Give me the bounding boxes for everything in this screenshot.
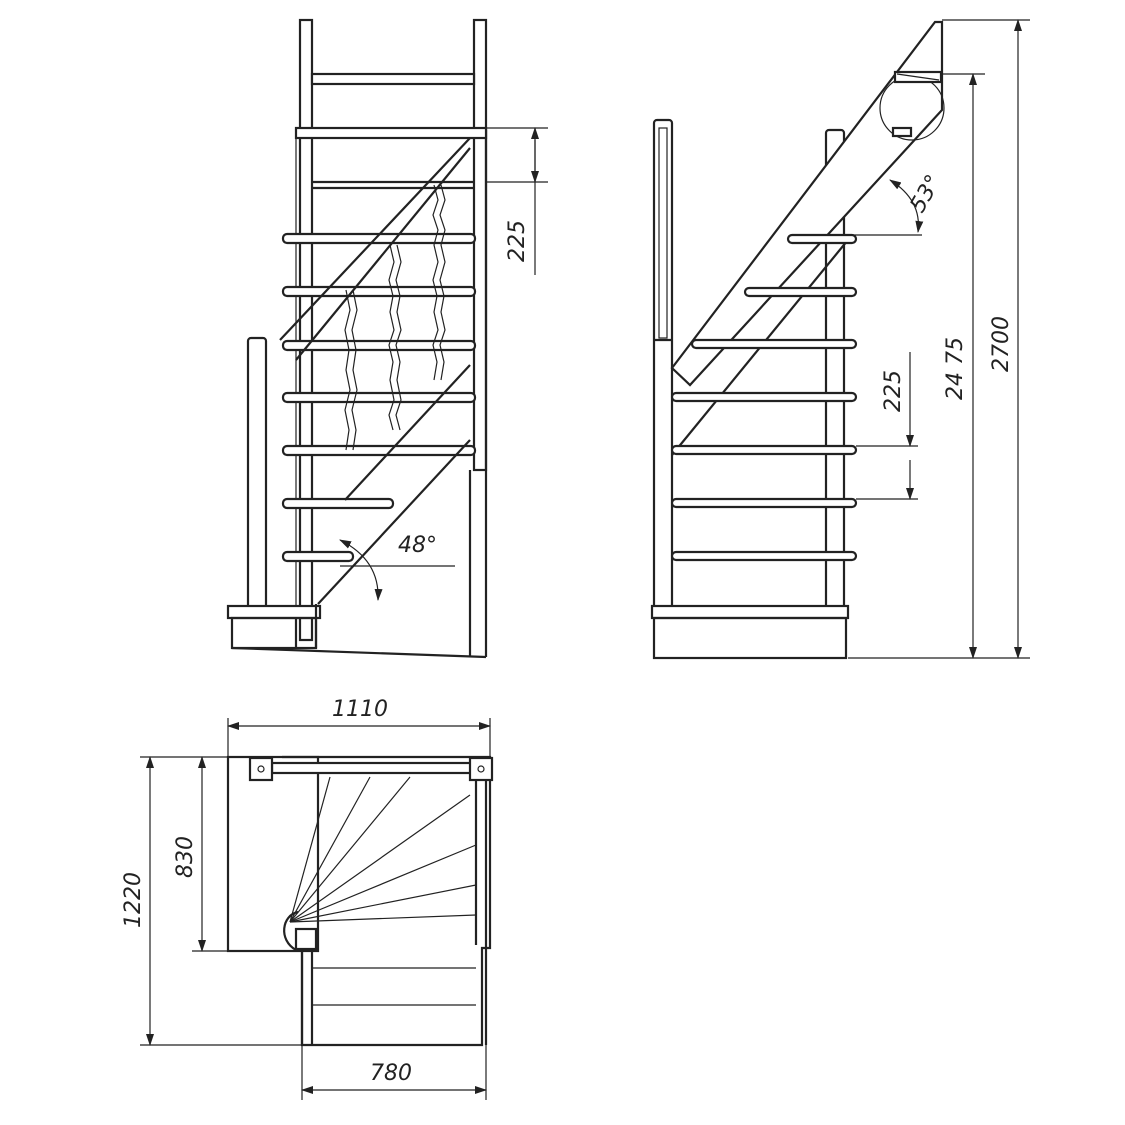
plan-top-rail <box>270 761 474 775</box>
side-left-post <box>652 118 674 612</box>
plan-post-center <box>294 927 318 951</box>
plan-depth-total-dim: 1220 <box>121 872 146 928</box>
plan-post-top-right <box>468 756 494 782</box>
side-riser-dim: 225 <box>881 370 906 412</box>
front-top-rail <box>310 72 476 86</box>
plan-view: 1110 780 1220 830 <box>121 697 494 1100</box>
front-bottom-step <box>226 604 322 620</box>
front-balusters <box>344 184 446 451</box>
plan-width-bottom-dim: 780 <box>370 1061 412 1086</box>
side-inner-height-dim: 24 75 <box>943 337 968 400</box>
plan-post-top-left <box>248 756 274 782</box>
front-treads <box>281 232 477 563</box>
front-newel-post <box>246 336 268 610</box>
side-treads <box>670 233 858 562</box>
plan-depth-inner-dim: 830 <box>173 836 198 878</box>
side-base-step <box>650 604 850 620</box>
plan-winder-treads <box>289 776 477 923</box>
front-handrail <box>294 126 488 140</box>
front-angle-label: 48° <box>398 533 437 558</box>
front-left-post <box>298 18 314 642</box>
side-angle-label: 53° <box>906 171 947 217</box>
plan-width-top-dim: 1110 <box>332 697 388 722</box>
front-right-post <box>472 18 488 472</box>
side-stringer <box>670 20 944 387</box>
side-view: 53° 225 24 75 2700 <box>650 19 1030 660</box>
front-riser-dim: 225 <box>505 220 530 262</box>
side-total-height-dim: 2700 <box>989 316 1014 372</box>
front-view: 48° 225 <box>226 18 548 659</box>
